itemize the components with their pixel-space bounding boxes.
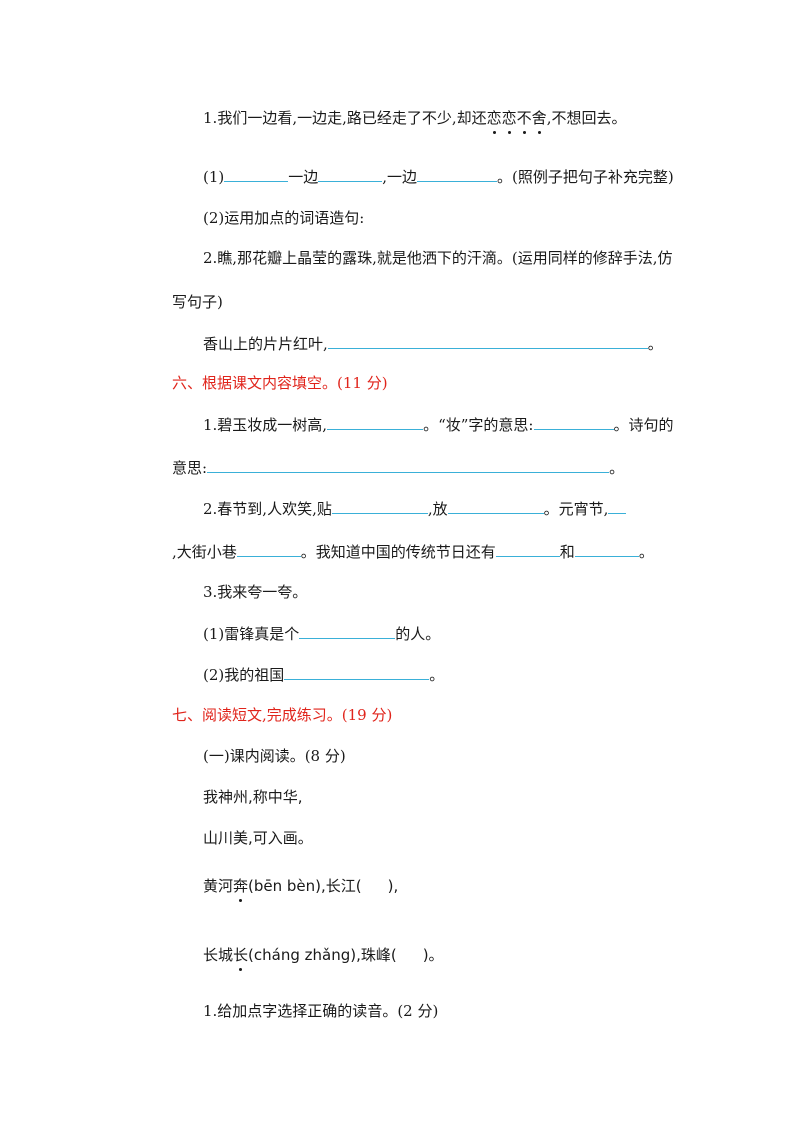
q6-item2-e: 。我知道中国的传统节日还有 xyxy=(300,543,496,561)
dotted-char-4: 舍 xyxy=(531,109,547,134)
q6-item2-b: ,放 xyxy=(427,500,448,518)
poem-line-4: 长城长(cháng zhǎng),珠峰( )。 xyxy=(203,945,444,971)
q5-sub1: (1) 一边 ,一边 。(照例子把句子补充完整) xyxy=(203,166,674,187)
answer-blank[interactable] xyxy=(417,166,498,182)
q6-item2-c: 。元宵节, xyxy=(543,500,609,518)
poem-line-4-b: (cháng zhǎng),珠峰( xyxy=(248,946,397,964)
q7-task1: 1.给加点字选择正确的读音。(2 分) xyxy=(203,1002,439,1020)
q5-item1-text-a: 我们一边看,一边走,路已经走了不少,却还 xyxy=(217,109,487,127)
poem-line-4-a: 长城 xyxy=(203,946,234,964)
q5-item2-prefix: 香山上的片片红叶, xyxy=(203,335,328,353)
q5-item2-line2: 写句子) xyxy=(172,293,223,311)
poem-line-3-a: 黄河 xyxy=(203,877,234,895)
q6-item1-a: 1.碧玉妆成一树高, xyxy=(203,416,328,434)
q5-item1: 1.我们一边看,一边走,路已经走了不少,却还恋恋不舍,不想回去。 xyxy=(203,108,627,134)
answer-blank[interactable] xyxy=(533,414,614,430)
section-heading-6: 六、根据课文内容填空。(11 分) xyxy=(172,374,388,392)
q6-item2-a: 2.春节到,人欢笑,贴 xyxy=(203,500,332,518)
q6-item3-s1: (1)雷锋真是个 的人。 xyxy=(203,623,440,644)
answer-blank[interactable] xyxy=(318,166,383,182)
q6-item1-e: 。 xyxy=(609,459,625,477)
poem-line-2: 山川美,可入画。 xyxy=(203,829,313,847)
dotted-char-1: 恋 xyxy=(486,109,502,134)
answer-blank[interactable] xyxy=(236,541,301,557)
answer-blank[interactable] xyxy=(327,414,424,430)
poem-line-3-c: ), xyxy=(387,877,399,895)
answer-blank[interactable] xyxy=(299,623,396,639)
q5-item1-num: 1. xyxy=(203,109,218,127)
answer-blank[interactable] xyxy=(224,166,289,182)
q6-item1-line1: 1.碧玉妆成一树高, 。“妆”字的意思: 。诗句的 xyxy=(203,414,674,435)
q5-sub1-label: (1) xyxy=(203,168,225,186)
poem-line-1: 我神州,称中华, xyxy=(203,788,303,806)
q5-sub1-w1: 一边 xyxy=(288,168,319,186)
q6-item3-title: 3.我来夸一夸。 xyxy=(203,583,308,601)
q5-sub1-note: 。(照例子把句子补充完整) xyxy=(497,168,674,186)
answer-blank[interactable] xyxy=(284,664,430,680)
q5-item2-answer: 香山上的片片红叶, 。 xyxy=(203,333,663,354)
poem-line-4-c: )。 xyxy=(422,946,444,964)
poem-line-3: 黄河奔(bēn bèn),长江(), xyxy=(203,876,399,902)
q6-item3-s1-a: (1)雷锋真是个 xyxy=(203,625,300,643)
q6-item3-s2: (2)我的祖国 。 xyxy=(203,664,444,685)
q7-sub: (一)课内阅读。(8 分) xyxy=(203,747,346,765)
q6-item2-d: ,大街小巷 xyxy=(172,543,237,561)
q6-item2-line1: 2.春节到,人欢笑,贴 ,放 。元宵节, xyxy=(203,498,627,519)
answer-blank[interactable] xyxy=(207,457,610,473)
q5-item2-line1: 2.瞧,那花瓣上晶莹的露珠,就是他洒下的汗滴。(运用同样的修辞手法,仿 xyxy=(203,249,673,267)
q6-item3-s2-b: 。 xyxy=(429,666,445,684)
poem-line-3-b: (bēn bèn),长江( xyxy=(248,877,362,895)
answer-blank[interactable] xyxy=(331,498,428,514)
section-heading-7: 七、阅读短文,完成练习。(19 分) xyxy=(172,706,393,724)
q6-item3-s1-b: 的人。 xyxy=(395,625,441,643)
q6-item1-b: 。“妆”字的意思: xyxy=(423,416,534,434)
dotted-char-3: 不 xyxy=(516,109,532,134)
q5-item1-text-b: ,不想回去。 xyxy=(546,109,627,127)
poem-line-4-dotted-char: 长 xyxy=(233,946,249,971)
answer-blank[interactable] xyxy=(608,498,627,514)
q6-item1-line2: 意思: 。 xyxy=(172,457,624,478)
poem-line-3-dotted-char: 奔 xyxy=(233,877,249,902)
answer-blank[interactable] xyxy=(495,541,560,557)
q5-sub2: (2)运用加点的词语造句: xyxy=(203,209,365,227)
q6-item1-d: 意思: xyxy=(172,459,208,477)
answer-blank[interactable] xyxy=(574,541,639,557)
q6-item2-g: 。 xyxy=(638,543,654,561)
dotted-char-2: 恋 xyxy=(501,109,517,134)
q5-sub1-w2: ,一边 xyxy=(382,168,418,186)
q6-item1-c: 。诗句的 xyxy=(613,416,674,434)
q6-item2-line2: ,大街小巷 。我知道中国的传统节日还有 和 。 xyxy=(172,541,654,562)
q6-item3-s2-a: (2)我的祖国 xyxy=(203,666,285,684)
q6-item2-f: 和 xyxy=(559,543,575,561)
q5-item2-suffix: 。 xyxy=(647,335,663,353)
answer-blank[interactable] xyxy=(447,498,544,514)
answer-blank[interactable] xyxy=(327,333,648,349)
